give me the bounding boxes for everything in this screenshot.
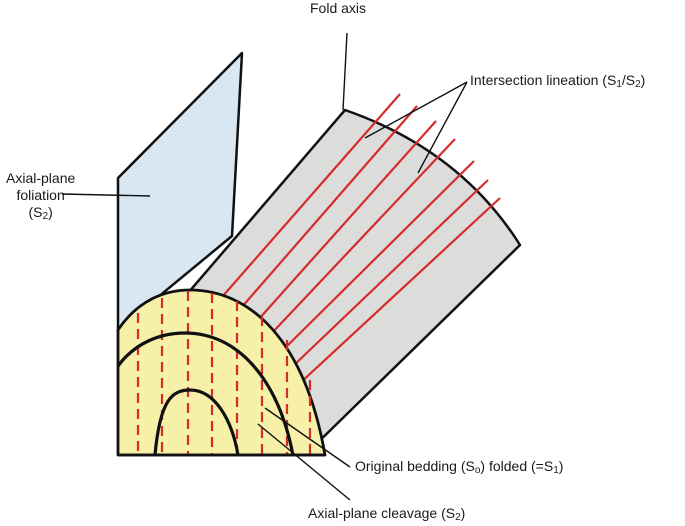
fold-axis-label: Fold axis xyxy=(310,0,366,17)
original-bedding-label: Original bedding (So) folded (=S1) xyxy=(355,458,563,479)
fold-axis-leader xyxy=(343,33,347,110)
intersection-lineation-label: Intersection lineation (S1/S2) xyxy=(470,72,645,93)
axial-plane-foliation-label: Axial-plane foliation (S2) xyxy=(6,170,75,225)
axial-plane-cleavage-label: Axial-plane cleavage (S2) xyxy=(308,505,465,526)
